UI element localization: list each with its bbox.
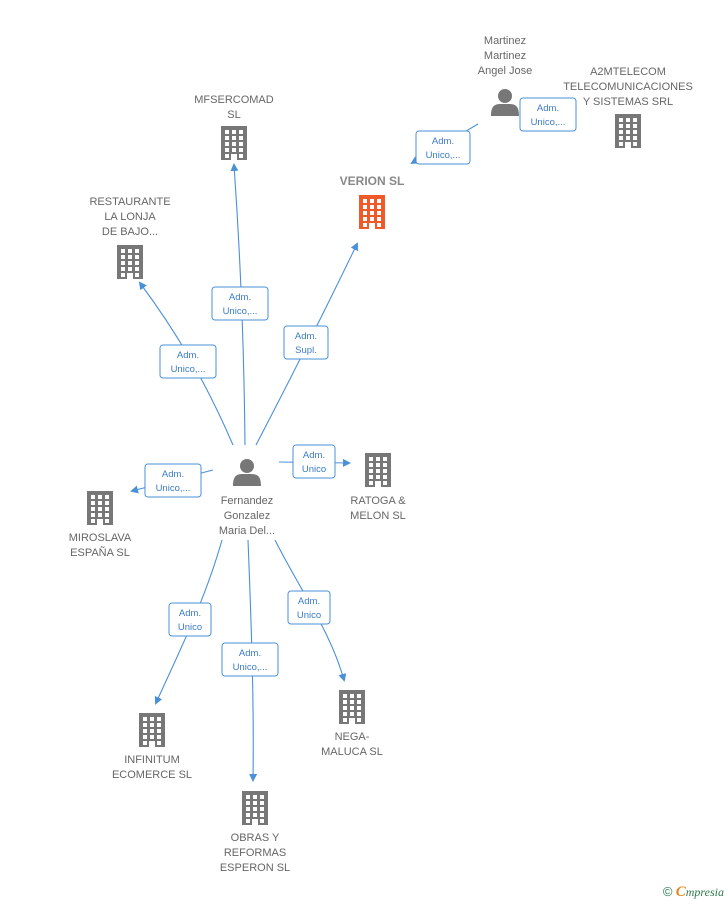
node-label-martinez: Angel Jose: [478, 65, 532, 77]
brand-name: mpresia: [685, 885, 724, 899]
edge-label-fernandez-to-nega[interactable]: Adm. Unico: [287, 590, 331, 625]
node-label-ratoga: MELON SL: [350, 510, 406, 522]
edge-label-fernandez-to-miroslava[interactable]: Adm. Unico,...: [144, 463, 202, 498]
node-label-a2mtelecom: TELECOMUNICACIONES: [563, 81, 693, 93]
node-ratoga[interactable]: RATOGA & MELON SL: [350, 453, 406, 522]
edge-label-text: Adm.: [432, 136, 454, 147]
building-icon[interactable]: [242, 791, 268, 825]
edge-label-text: Unico: [297, 610, 321, 621]
edge-label-fernandez-to-infinitum[interactable]: Adm. Unico: [168, 602, 212, 637]
node-label-mfsercomad: MFSERCOMAD: [194, 94, 274, 106]
node-label-obras: OBRAS Y: [231, 832, 280, 844]
node-label-nega: NEGA-: [335, 731, 370, 743]
person-icon[interactable]: [233, 459, 261, 486]
node-infinitum[interactable]: INFINITUM ECOMERCE SL: [112, 713, 192, 781]
edge-label-fernandez-to-ratoga[interactable]: Adm. Unico: [292, 444, 336, 479]
edge-label-box: [159, 344, 217, 379]
edge-label-text: Unico,...: [223, 306, 258, 317]
edge-label-text: Unico,...: [531, 117, 566, 128]
edge-label-text: Adm.: [537, 103, 559, 114]
node-label-mfsercomad: SL: [227, 109, 240, 121]
edge-label-text: Adm.: [177, 350, 199, 361]
nodes-layer: VERION SL MFSERCOMAD SL RESTAURANTE LA LONJA…: [69, 35, 693, 874]
building-icon[interactable]: [221, 126, 247, 160]
node-restaurante[interactable]: RESTAURANTE LA LONJA DE BAJO...: [89, 196, 171, 279]
node-nega[interactable]: NEGA- MALUCA SL: [321, 690, 383, 758]
edge-label-text: Adm.: [239, 648, 261, 659]
edge-label-text: Adm.: [179, 608, 201, 619]
empresia-watermark: © Cmpresia: [663, 884, 724, 901]
node-label-fernandez: Fernandez: [221, 495, 274, 507]
node-obras[interactable]: OBRAS Y REFORMAS ESPERON SL: [220, 791, 290, 874]
edge-label-text: Unico,...: [171, 364, 206, 375]
building-icon[interactable]: [139, 713, 165, 747]
edge-label-text: Adm.: [295, 331, 317, 342]
edge-label-box: [415, 130, 471, 165]
node-miroslava[interactable]: MIROSLAVA ESPAÑA SL: [69, 491, 132, 559]
person-icon[interactable]: [491, 89, 519, 116]
node-mfsercomad[interactable]: MFSERCOMAD SL: [194, 94, 274, 160]
node-label-martinez: Martinez: [484, 50, 526, 62]
building-icon[interactable]: [339, 690, 365, 724]
edge-label-fernandez-to-verion[interactable]: Adm. Supl.: [283, 325, 329, 360]
node-label-a2mtelecom: Y SISTEMAS SRL: [583, 96, 673, 108]
node-label-infinitum: ECOMERCE SL: [112, 769, 192, 781]
edge-label-text: Adm.: [298, 596, 320, 607]
building-icon[interactable]: [87, 491, 113, 525]
node-verion[interactable]: VERION SL: [340, 174, 405, 229]
edge-label-box: [292, 444, 336, 479]
edge-label-box: [168, 602, 212, 637]
node-label-fernandez: Maria Del...: [219, 525, 275, 537]
building-icon[interactable]: [359, 195, 385, 229]
node-label-restaurante: LA LONJA: [104, 211, 156, 223]
node-label-nega: MALUCA SL: [321, 746, 383, 758]
node-a2mtelecom[interactable]: A2MTELECOM TELECOMUNICACIONES Y SISTEMAS S…: [563, 66, 693, 148]
edges-layer: [130, 104, 577, 782]
edge-label-box: [287, 590, 331, 625]
edge-label-box: [519, 97, 577, 132]
edge-label-text: Adm.: [229, 292, 251, 303]
edge-label-box: [221, 642, 279, 677]
edge-label-text: Unico: [302, 464, 326, 475]
node-label-restaurante: DE BAJO...: [102, 226, 158, 238]
edge-label-box: [211, 286, 269, 321]
edge-label-fernandez-to-restaurante[interactable]: Adm. Unico,...: [159, 344, 217, 379]
brand-initial: C: [675, 884, 686, 900]
edge-label-martinez-to-verion[interactable]: Adm. Unico,...: [415, 130, 471, 165]
edge-labels-layer: Adm.Unico,...Adm.Unico,...Adm.Unico,...A…: [144, 97, 577, 677]
node-label-infinitum: INFINITUM: [124, 754, 180, 766]
edge-label-text: Unico,...: [156, 483, 191, 494]
edge-label-text: Unico,...: [233, 662, 268, 673]
building-icon[interactable]: [117, 245, 143, 279]
node-label-obras: ESPERON SL: [220, 862, 290, 874]
node-label-verion: VERION SL: [340, 174, 405, 188]
node-label-obras: REFORMAS: [224, 847, 286, 859]
edge-label-martinez-to-a2mtelecom[interactable]: Adm. Unico,...: [519, 97, 577, 132]
node-label-a2mtelecom: A2MTELECOM: [590, 66, 666, 78]
node-label-ratoga: RATOGA &: [350, 495, 406, 507]
building-icon[interactable]: [365, 453, 391, 487]
edge-label-text: Adm.: [162, 469, 184, 480]
node-label-miroslava: MIROSLAVA: [69, 532, 132, 544]
edge-label-box: [283, 325, 329, 360]
copyright-icon: ©: [662, 884, 673, 899]
node-label-restaurante: RESTAURANTE: [89, 196, 170, 208]
edge-label-text: Unico: [178, 622, 202, 633]
node-label-fernandez: Gonzalez: [224, 510, 270, 522]
edge-label-text: Supl.: [295, 345, 317, 356]
edge-label-text: Unico,...: [426, 150, 461, 161]
edge-label-box: [144, 463, 202, 498]
edge-label-fernandez-to-obras[interactable]: Adm. Unico,...: [221, 642, 279, 677]
edge-label-fernandez-to-mfsercomad[interactable]: Adm. Unico,...: [211, 286, 269, 321]
edge-label-text: Adm.: [303, 450, 325, 461]
node-label-miroslava: ESPAÑA SL: [70, 546, 130, 559]
building-icon[interactable]: [615, 114, 641, 148]
node-label-martinez: Martinez: [484, 35, 526, 47]
